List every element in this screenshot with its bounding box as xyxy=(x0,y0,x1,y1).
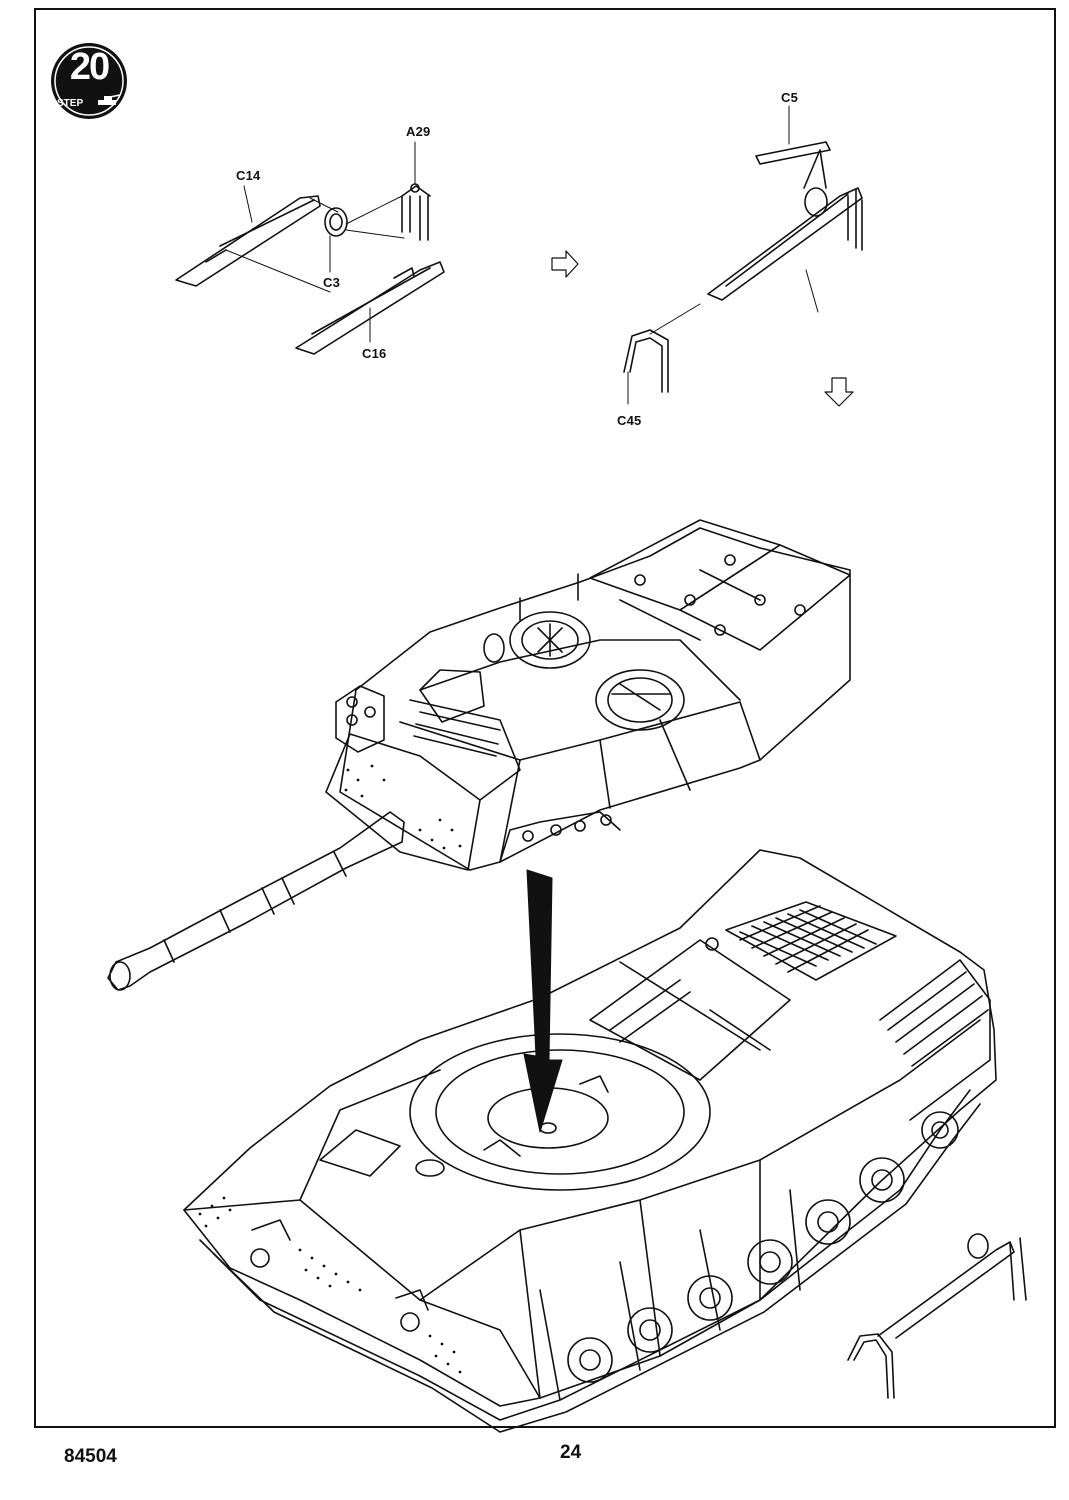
tow-cable-inset-bottom-right xyxy=(847,1233,1027,1399)
tow-cable-assembled-right xyxy=(707,141,863,301)
part-label-c45: C45 xyxy=(617,413,642,428)
part-label-c5: C5 xyxy=(781,90,799,105)
right-arrow-icon xyxy=(551,250,579,278)
part-label-c3: C3 xyxy=(323,275,341,290)
down-arrow-icon xyxy=(824,377,854,407)
part-label-c14: C14 xyxy=(236,168,261,183)
kit-number: 84504 xyxy=(64,1446,117,1467)
assembly-leader-lines-left xyxy=(225,141,416,343)
step-word: STEP xyxy=(57,98,84,109)
shackle-part-c3 xyxy=(324,207,348,237)
tow-cable-part-c16 xyxy=(295,261,445,355)
part-label-c16: C16 xyxy=(362,346,387,361)
part-label-a29: A29 xyxy=(406,124,431,139)
tow-bracket-part-c45 xyxy=(623,329,669,393)
turret xyxy=(107,519,851,991)
hull xyxy=(183,849,997,1433)
assembly-arrow-icon xyxy=(523,869,563,1133)
page-number: 24 xyxy=(560,1442,582,1463)
hull-front-dots xyxy=(198,1196,462,1374)
tow-cable-part-c14 xyxy=(175,195,321,287)
bracket-part-a29 xyxy=(401,183,431,241)
mantlet-dots xyxy=(344,764,462,850)
step-badge: 20 STEP xyxy=(48,40,130,122)
page-frame xyxy=(34,8,1056,1428)
step-number: 20 xyxy=(69,46,110,88)
step-badge-circle xyxy=(51,43,127,119)
